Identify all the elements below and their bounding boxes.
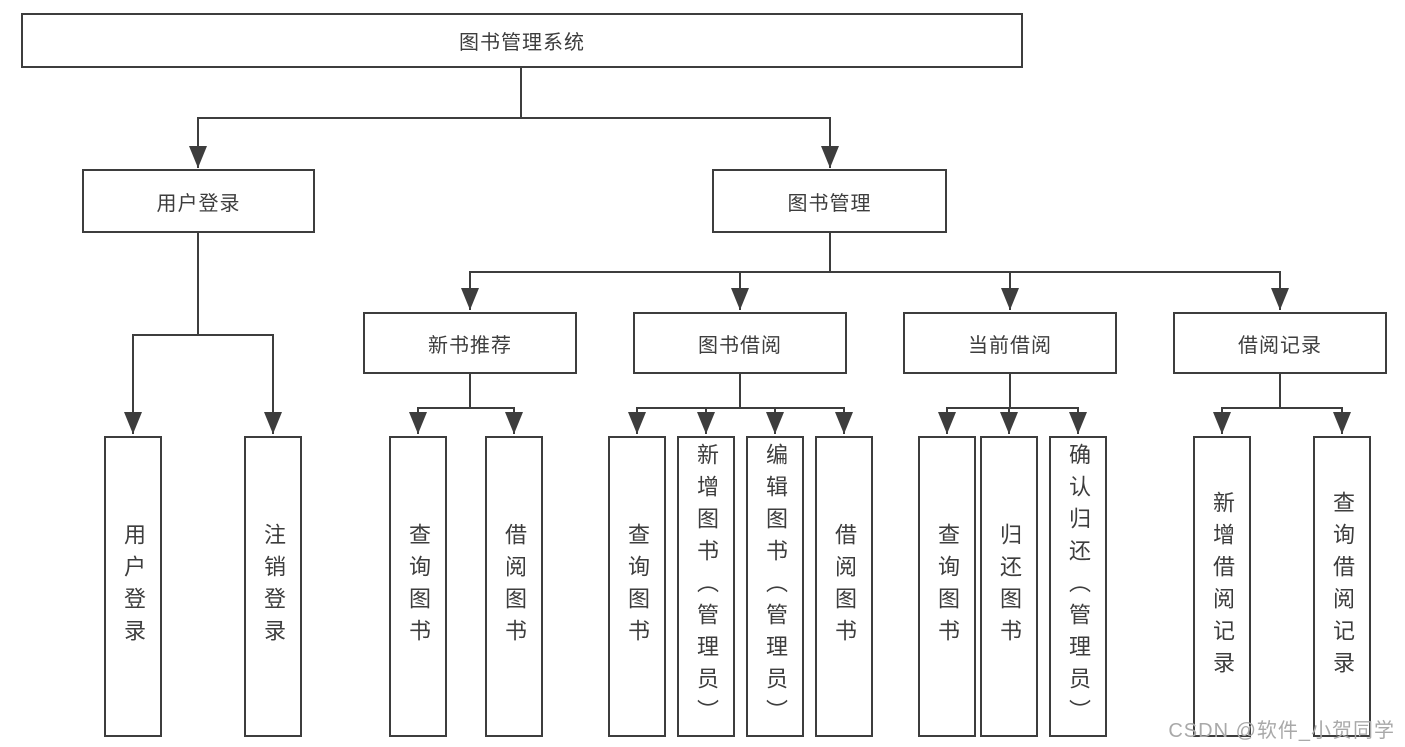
leaf-query-books-2: 查询图书 xyxy=(608,436,666,737)
leaf-borrow-books-1-label: 借阅图书 xyxy=(502,522,527,651)
node-new-book-recommend-label: 新书推荐 xyxy=(428,334,512,357)
node-book-borrow-label: 图书借阅 xyxy=(698,334,782,357)
leaf-return-book: 归还图书 xyxy=(980,436,1038,737)
leaf-query-books-3: 查询图书 xyxy=(918,436,976,737)
leaf-add-borrow-record: 新增借阅记录 xyxy=(1193,436,1251,737)
node-user-login-label: 用户登录 xyxy=(156,192,241,215)
node-current-borrow-label: 当前借阅 xyxy=(968,334,1052,357)
leaf-edit-book-admin-label: 编辑图书（管理员） xyxy=(763,442,788,731)
leaf-add-borrow-record-label: 新增借阅记录 xyxy=(1210,490,1235,683)
leaf-query-books-2-label: 查询图书 xyxy=(625,522,650,651)
leaf-query-borrow-record-label: 查询借阅记录 xyxy=(1330,490,1355,683)
leaf-confirm-return-admin: 确认归还（管理员） xyxy=(1049,436,1107,737)
leaf-borrow-books-1: 借阅图书 xyxy=(485,436,543,737)
node-book-management: 图书管理 xyxy=(712,169,947,233)
leaf-edit-book-admin: 编辑图书（管理员） xyxy=(746,436,804,737)
node-root: 图书管理系统 xyxy=(21,13,1023,68)
leaf-borrow-books-2-label: 借阅图书 xyxy=(832,522,857,651)
node-book-borrow: 图书借阅 xyxy=(633,312,847,374)
csdn-watermark: CSDN @软件_小贺同学 xyxy=(1168,720,1395,742)
node-root-label: 图书管理系统 xyxy=(459,32,585,54)
leaf-logout-label: 注销登录 xyxy=(261,522,286,651)
leaf-add-book-admin-label: 新增图书（管理员） xyxy=(694,442,719,731)
leaf-query-books-1-label: 查询图书 xyxy=(406,522,431,651)
leaf-user-login-label: 用户登录 xyxy=(121,522,146,651)
node-book-management-label: 图书管理 xyxy=(787,192,872,215)
leaf-logout: 注销登录 xyxy=(244,436,302,737)
node-borrow-records: 借阅记录 xyxy=(1173,312,1387,374)
leaf-query-borrow-record: 查询借阅记录 xyxy=(1313,436,1371,737)
leaf-user-login: 用户登录 xyxy=(104,436,162,737)
node-user-login: 用户登录 xyxy=(82,169,315,233)
leaf-add-book-admin: 新增图书（管理员） xyxy=(677,436,735,737)
leaf-borrow-books-2: 借阅图书 xyxy=(815,436,873,737)
node-borrow-records-label: 借阅记录 xyxy=(1238,334,1322,357)
node-new-book-recommend: 新书推荐 xyxy=(363,312,577,374)
node-current-borrow: 当前借阅 xyxy=(903,312,1117,374)
leaf-query-books-3-label: 查询图书 xyxy=(935,522,960,651)
leaf-return-book-label: 归还图书 xyxy=(997,522,1022,651)
leaf-confirm-return-admin-label: 确认归还（管理员） xyxy=(1066,442,1091,731)
leaf-query-books-1: 查询图书 xyxy=(389,436,447,737)
